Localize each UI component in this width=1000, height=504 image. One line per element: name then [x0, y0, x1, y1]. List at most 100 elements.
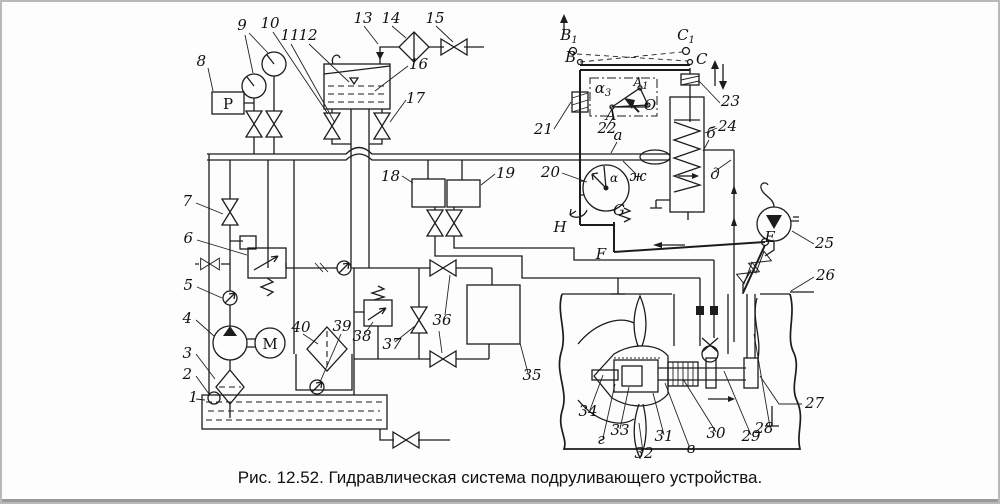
label-n16: 16 — [409, 55, 429, 73]
figure-caption: Рис. 12.52. Гидравлическая система подру… — [237, 468, 763, 487]
label-n33: 33 — [610, 421, 629, 439]
relief-valve-38 — [363, 299, 393, 327]
label-pt-E: E — [764, 228, 776, 246]
point-B1 — [568, 46, 578, 56]
angle-dial-20 — [582, 164, 630, 212]
label-n10: 10 — [260, 14, 280, 32]
label-ln-zh: ж — [629, 167, 646, 185]
return-filter-assembly — [295, 259, 521, 395]
block-19 — [446, 179, 481, 208]
label-n22: 22 — [596, 119, 616, 137]
rod-crosshead — [743, 357, 759, 389]
label-leaders — [195, 25, 815, 453]
label-pt-C1: C1 — [677, 26, 695, 46]
label-pt-A: A — [604, 106, 617, 124]
gauge-valve-2 — [265, 110, 283, 138]
label-pt-H: H — [552, 218, 567, 236]
check-valve-5 — [222, 290, 238, 306]
label-n1: 1 — [188, 388, 198, 406]
label-n24: 24 — [717, 117, 737, 135]
label-motor-letter: М — [262, 335, 277, 353]
suction-filter-3 — [215, 368, 245, 406]
label-n30: 30 — [706, 424, 726, 442]
label-n6: 6 — [183, 229, 193, 247]
label-n38: 38 — [352, 327, 371, 345]
rod-coupling-23 — [680, 73, 700, 86]
label-n37: 37 — [382, 335, 402, 353]
pressure-instruments — [211, 51, 287, 138]
label-ln-b: б — [706, 124, 716, 142]
header-tank-assembly — [323, 31, 468, 140]
header-tank — [323, 63, 391, 110]
pressure-gauge-2 — [261, 51, 287, 77]
label-pressure-box-letter: Р — [223, 95, 233, 113]
label-n17: 17 — [406, 89, 426, 107]
label-pt-B: B — [564, 48, 576, 66]
label-n32: 32 — [634, 444, 653, 462]
oil-tank — [201, 391, 420, 449]
label-n20: 20 — [540, 163, 561, 181]
bellcrank-pivot — [701, 345, 719, 363]
label-n8: 8 — [196, 52, 206, 70]
tank-body — [201, 394, 388, 430]
label-pt-C: C — [696, 50, 708, 68]
block-18 — [411, 178, 446, 208]
label-n31: 31 — [654, 427, 673, 445]
label-n7: 7 — [182, 192, 192, 210]
block-valve-left — [426, 209, 444, 237]
blade-shaft — [591, 369, 619, 381]
label-pt-O: O — [644, 96, 656, 114]
valve-37 — [410, 306, 428, 334]
regulator-assembly — [200, 198, 287, 297]
label-pt-alpha3: α3 — [595, 79, 612, 99]
block-valve-right — [445, 209, 463, 237]
deck-line-26 — [562, 291, 814, 295]
label-n3: 3 — [182, 344, 192, 362]
label-pt-F: F — [595, 245, 607, 263]
electric-motor — [254, 327, 286, 359]
propeller-hub — [593, 345, 669, 407]
label-n39: 39 — [332, 317, 352, 335]
return-filter-40 — [306, 326, 348, 372]
label-ln-d: д — [710, 165, 720, 183]
pipe-network — [195, 46, 735, 441]
label-n35: 35 — [522, 366, 541, 384]
gauge-valve-1 — [245, 110, 263, 138]
tank-valve-right — [373, 112, 391, 140]
hose-coupling — [200, 257, 220, 271]
feedback-linkage — [569, 70, 770, 294]
label-n36: 36 — [432, 311, 452, 329]
label-n14: 14 — [381, 9, 400, 27]
label-pt-G: G — [613, 201, 625, 219]
valve-36-bottom — [429, 350, 457, 368]
propeller-blade-bottom — [633, 403, 647, 460]
label-dial-alpha: α — [610, 171, 618, 185]
valve-36-top — [429, 259, 457, 277]
hydraulic-schematic: 1234567891011121314151617181920212223242… — [181, 9, 835, 462]
check-valve — [336, 260, 352, 276]
label-n21: 21 — [533, 120, 553, 138]
label-n2: 2 — [181, 365, 192, 383]
label-n12: 12 — [298, 26, 317, 44]
propeller-blade-top — [633, 294, 647, 347]
label-n28: 28 — [753, 419, 773, 437]
label-n25: 25 — [814, 234, 834, 252]
label-ln-g: г — [597, 430, 605, 448]
tilt-bar-assembly — [560, 14, 737, 226]
pressure-switch-box — [211, 91, 245, 115]
valve-7 — [221, 198, 239, 226]
label-n4: 4 — [181, 309, 192, 327]
label-n19: 19 — [496, 164, 516, 182]
label-n27: 27 — [804, 394, 825, 412]
pressure-gauge-1 — [241, 73, 267, 99]
label-ln-v: в — [687, 439, 696, 457]
label-n5: 5 — [183, 276, 193, 294]
label-n26: 26 — [815, 266, 836, 284]
pump-unit — [212, 290, 286, 406]
drain-valve — [392, 431, 420, 449]
spring-cylinder-24 — [669, 96, 705, 213]
thruster-section — [558, 260, 814, 460]
label-n11: 11 — [280, 26, 299, 44]
